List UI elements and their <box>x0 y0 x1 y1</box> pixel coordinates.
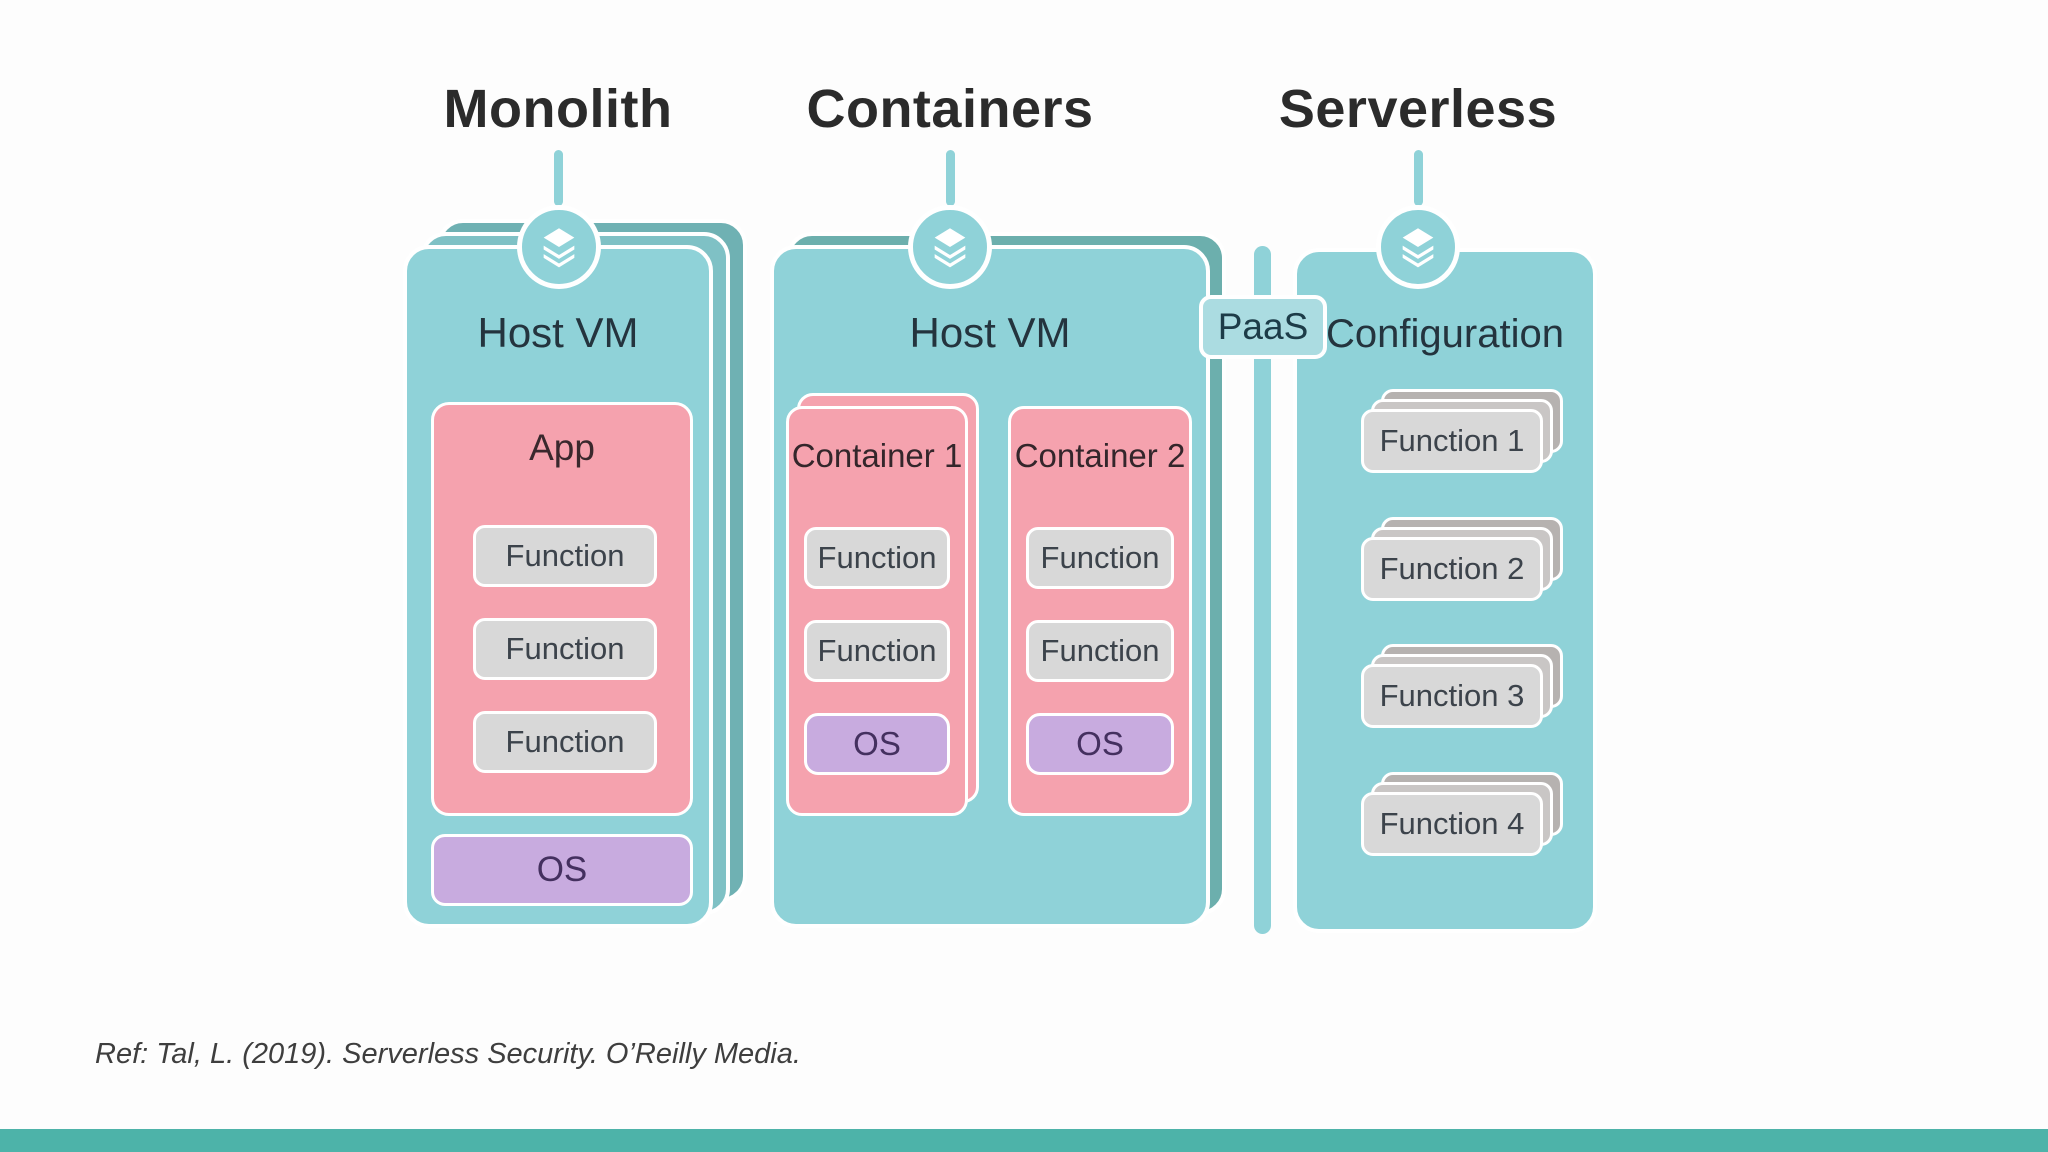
serverless-function-box: Function 2 <box>1361 537 1543 601</box>
container-2-box: Container 2 Function Function OS <box>1008 406 1192 816</box>
reference-citation: Ref: Tal, L. (2019). Serverless Security… <box>95 1038 801 1070</box>
monolith-app-label: App <box>529 427 595 468</box>
monolith-app-box: App Function Function Function <box>431 402 693 816</box>
container-1-label: Container 1 <box>791 437 963 474</box>
monolith-host-vm-card: Host VM App Function Function Function O… <box>403 245 713 928</box>
containers-node-circle <box>908 205 992 289</box>
paas-pillar-bar <box>1254 246 1271 934</box>
footer-accent-bar <box>0 1129 2048 1152</box>
layers-icon <box>1402 228 1434 268</box>
container-2-os-box: OS <box>1026 713 1174 775</box>
layers-icon <box>934 228 966 268</box>
serverless-function-stack: Function 1 <box>1361 389 1563 473</box>
serverless-function-stack: Function 4 <box>1361 772 1563 856</box>
monolith-host-vm-label: Host VM <box>477 309 639 356</box>
serverless-function-box: Function 3 <box>1361 664 1543 728</box>
paas-label: PaaS <box>1217 306 1309 347</box>
monolith-os-box: OS <box>431 834 693 906</box>
containers-host-vm-card: Host VM Container 1 Function Function OS… <box>770 245 1210 928</box>
layers-icon <box>543 228 575 268</box>
monolith-function-box: Function <box>473 618 657 680</box>
container-2-function-box: Function <box>1026 620 1174 682</box>
serverless-configuration-label: Configuration <box>1326 312 1564 356</box>
serverless-function-box: Function 1 <box>1361 409 1543 473</box>
container-1-function-box: Function <box>804 527 950 589</box>
container-1-box: Container 1 Function Function OS <box>786 406 968 816</box>
serverless-function-stack: Function 2 <box>1361 517 1563 601</box>
serverless-connector-line <box>1414 150 1423 206</box>
paas-badge: PaaS <box>1199 295 1327 359</box>
containers-connector-line <box>946 150 955 206</box>
serverless-title: Serverless <box>1278 79 1558 139</box>
containers-host-vm-label: Host VM <box>909 309 1071 356</box>
container-2-label: Container 2 <box>1014 437 1186 474</box>
monolith-node-circle <box>517 205 601 289</box>
containers-title: Containers <box>806 79 1094 139</box>
serverless-function-box: Function 4 <box>1361 792 1543 856</box>
serverless-configuration-card: Configuration Function 1 Function 2 Func… <box>1293 248 1597 933</box>
container-1-os-box: OS <box>804 713 950 775</box>
monolith-function-box: Function <box>473 525 657 587</box>
monolith-function-box: Function <box>473 711 657 773</box>
monolith-title: Monolith <box>443 79 673 139</box>
container-1-function-box: Function <box>804 620 950 682</box>
serverless-function-stack: Function 3 <box>1361 644 1563 728</box>
container-2-function-box: Function <box>1026 527 1174 589</box>
monolith-connector-line <box>554 150 563 206</box>
serverless-node-circle <box>1376 205 1460 289</box>
